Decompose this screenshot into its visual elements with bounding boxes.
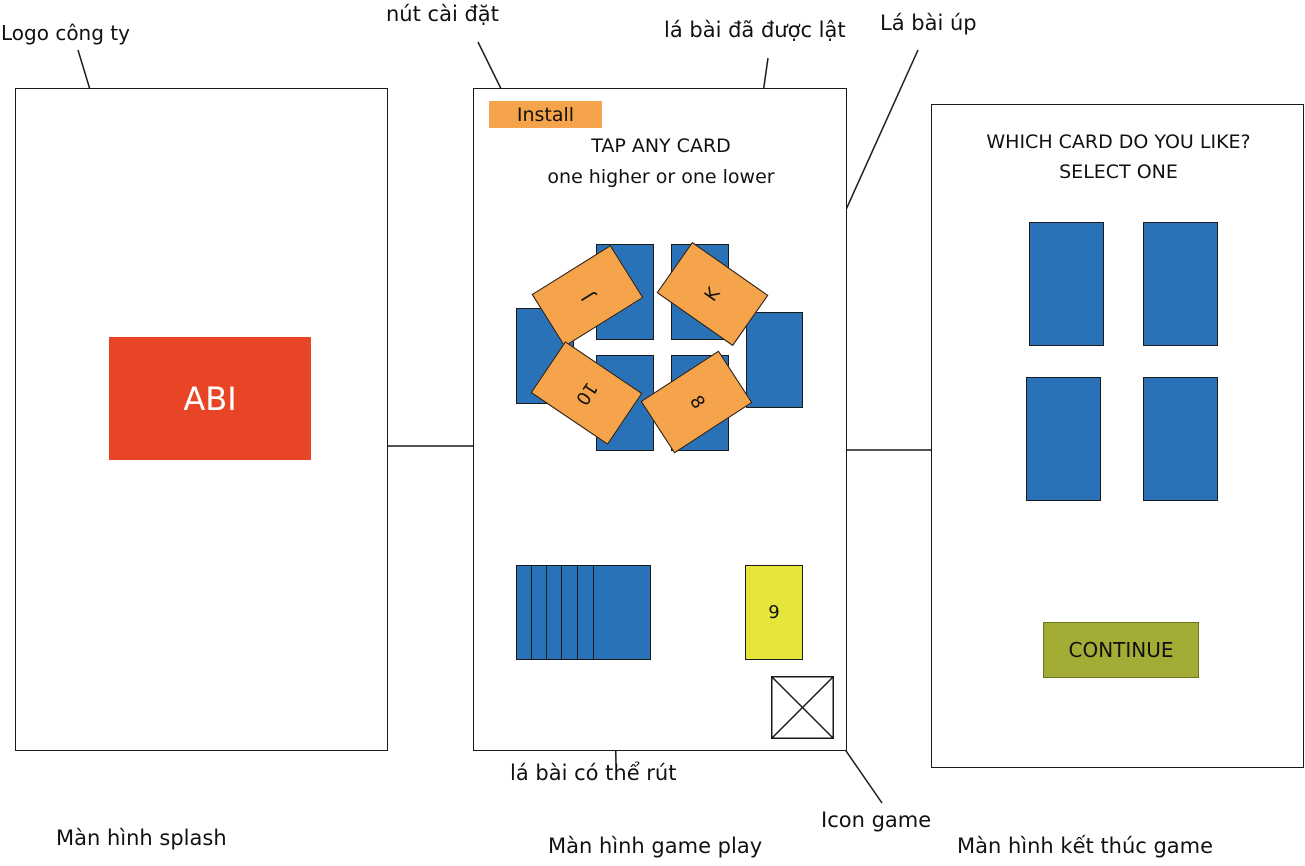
end-title: WHICH CARD DO YOU LIKE? [986,131,1251,153]
prompt-title: TAP ANY CARD [591,135,731,157]
current-card-value: 9 [768,602,780,623]
end-subtitle: SELECT ONE [1059,161,1178,183]
settings-annotation: nút cài đặt [386,2,499,26]
flipped-card-value: K [700,283,725,305]
current-card: 9 [745,565,803,660]
prompt-subtitle: one higher or one lower [547,166,775,188]
choice-card[interactable] [1029,222,1104,346]
choice-card[interactable] [1026,377,1101,501]
choice-card[interactable] [1143,222,1218,346]
company-logo: ABI [109,337,311,460]
logo-text: ABI [183,379,237,418]
splash-screen: ABI [15,88,388,751]
icon-game-annotation: Icon game [821,808,932,832]
continue-label: CONTINUE [1068,638,1174,662]
draw-pile-card[interactable] [593,565,651,660]
end-caption: Màn hình kết thúc game [957,834,1214,858]
drawable-card-annotation: lá bài có thể rút [510,761,677,785]
continue-button[interactable]: CONTINUE [1043,622,1199,678]
install-label: Install [516,103,575,126]
gameplay-caption: Màn hình game play [548,834,763,858]
splash-caption: Màn hình splash [56,826,227,850]
face-down-card[interactable] [746,312,803,408]
logo-annotation: Logo công ty [1,21,130,45]
install-button[interactable]: Install [489,101,602,128]
flipped-card-annotation: lá bài đã được lật [664,18,846,42]
flipped-card-value: J [577,288,598,304]
facedown-card-annotation: Lá bài úp [880,11,977,35]
game-icon[interactable] [771,676,834,739]
flipped-card-value: 8 [684,391,709,413]
end-game-screen: WHICH CARD DO YOU LIKE? SELECT ONE CONTI… [931,104,1304,768]
flipped-card-value: 10 [571,377,602,409]
choice-card[interactable] [1143,377,1218,501]
